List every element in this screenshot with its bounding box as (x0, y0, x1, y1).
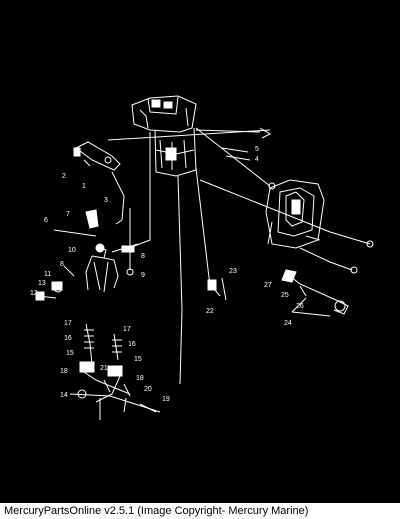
callout-25: 25 (281, 292, 289, 299)
callout-17-b: 17 (123, 326, 131, 333)
callout-4: 4 (255, 156, 259, 163)
callout-18-b: 18 (136, 375, 144, 382)
callout-1: 1 (82, 183, 86, 190)
callout-21: 21 (100, 365, 108, 372)
callout-9: 9 (141, 272, 145, 279)
callout-19: 19 (162, 396, 170, 403)
callout-22: 22 (206, 308, 214, 315)
part-callouts: 1 2 3 4 5 6 7 8 8 9 10 11 12 13 14 15 15… (30, 146, 304, 403)
callout-8-b: 8 (60, 261, 64, 268)
diagram-drawing (35, 95, 374, 420)
callout-23: 23 (229, 268, 237, 275)
callout-15-b: 15 (134, 356, 142, 363)
callout-7: 7 (66, 211, 70, 218)
callout-10: 10 (68, 247, 76, 254)
callout-13: 13 (38, 280, 46, 287)
callout-24: 24 (284, 320, 292, 327)
exploded-parts-diagram: 1 2 3 4 5 6 7 8 8 9 10 11 12 13 14 15 15… (0, 0, 400, 503)
callout-27: 27 (264, 282, 272, 289)
callout-17-a: 17 (64, 320, 72, 327)
callout-16-b: 16 (128, 341, 136, 348)
callout-3: 3 (104, 197, 108, 204)
callout-12: 12 (30, 290, 38, 297)
callout-2: 2 (62, 173, 66, 180)
callout-5: 5 (255, 146, 259, 153)
callout-14: 14 (60, 392, 68, 399)
callout-16-a: 16 (64, 335, 72, 342)
callout-20: 20 (144, 386, 152, 393)
copyright-footer: MercuryPartsOnline v2.5.1 (Image Copyrig… (0, 503, 400, 519)
callout-18-a: 18 (60, 368, 68, 375)
callout-26: 26 (296, 303, 304, 310)
callout-6: 6 (44, 217, 48, 224)
callout-11: 11 (44, 271, 51, 278)
callout-15-a: 15 (66, 350, 74, 357)
callout-8-a: 8 (141, 253, 145, 260)
